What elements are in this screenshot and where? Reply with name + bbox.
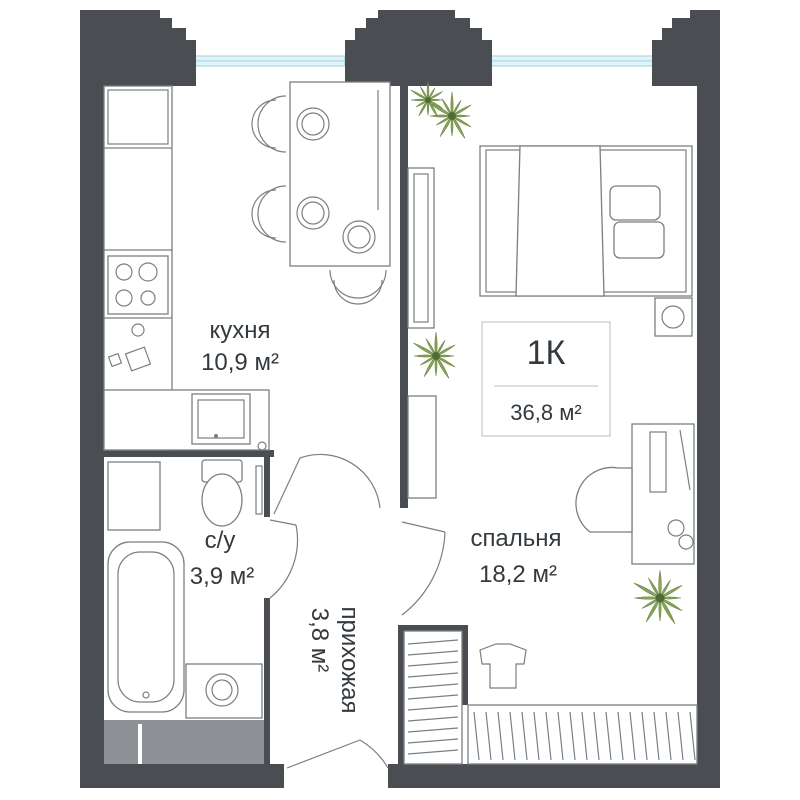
plant-icon <box>633 570 683 625</box>
wardrobe-hangers <box>407 639 696 761</box>
hanger-line <box>407 727 459 733</box>
apartment-badge: 1К 36,8 м² <box>481 321 611 437</box>
hanger-line <box>407 694 459 700</box>
apartment-total-area: 36,8 м² <box>510 400 581 425</box>
walls <box>80 10 720 788</box>
bathroom-area: 3,9 м² <box>190 563 255 590</box>
hanger-line <box>407 639 459 645</box>
hanger-line <box>581 711 588 761</box>
hanger-line <box>629 711 636 761</box>
bedroom-name: спальня <box>470 525 561 552</box>
hanger-line <box>407 650 459 656</box>
bedroom-area: 18,2 м² <box>479 561 557 588</box>
bathroom-furniture <box>107 459 263 719</box>
hanger-line <box>593 711 600 761</box>
hanger-line <box>407 705 459 711</box>
bathroom-name: с/у <box>205 527 236 554</box>
hanger-line <box>641 711 648 761</box>
hanger-line <box>407 749 459 755</box>
hallway-area: 3,8 м² <box>306 608 333 673</box>
kitchen-area: 10,9 м² <box>201 349 279 376</box>
hallway-name: прихожая <box>336 607 363 714</box>
hanger-line <box>497 711 504 761</box>
hanger-line <box>689 711 696 761</box>
kitchen-furniture <box>103 81 391 451</box>
hanger-line <box>533 711 540 761</box>
hanger-line <box>407 738 459 744</box>
hanger-line <box>665 711 672 761</box>
hanger-line <box>407 672 459 678</box>
hanger-line <box>569 711 576 761</box>
bedroom-furniture <box>403 145 698 765</box>
hanger-line <box>473 711 480 761</box>
hanger-line <box>605 711 612 761</box>
hanger-line <box>545 711 552 761</box>
room-labels: кухня 10,9 м² с/у 3,9 м² прихожая 3,8 м²… <box>190 317 562 713</box>
hanger-line <box>509 711 516 761</box>
kitchen-name: кухня <box>209 317 270 344</box>
plant-icon <box>410 81 443 118</box>
doors <box>269 453 446 769</box>
hanger-line <box>653 711 660 761</box>
plant-icon <box>413 331 456 379</box>
plants <box>410 81 683 625</box>
hanger-line <box>485 711 492 761</box>
hanger-line <box>677 711 684 761</box>
hanger-line <box>617 711 624 761</box>
hanger-line <box>521 711 528 761</box>
hanger-line <box>407 683 459 689</box>
apartment-type: 1К <box>527 334 566 372</box>
hanger-line <box>407 661 459 667</box>
hanger-line <box>407 716 459 722</box>
plant-icon <box>429 91 472 139</box>
hanger-line <box>557 711 564 761</box>
